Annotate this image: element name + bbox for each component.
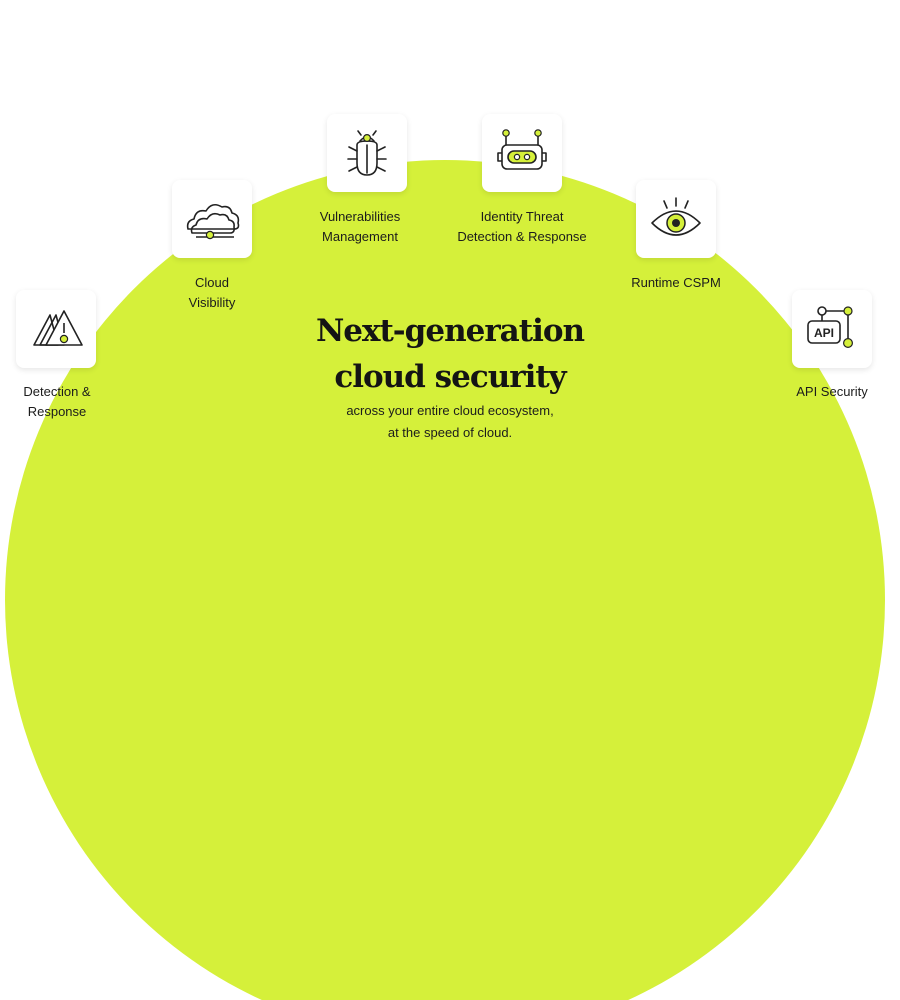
hero-headline: Next-generation cloud security xyxy=(315,313,585,395)
robot-icon xyxy=(497,129,547,170)
feature-label-api-security: API Security xyxy=(796,384,868,399)
feature-card-cloud-visibility[interactable] xyxy=(172,180,252,258)
feature-label-vulnerabilities: Vulnerabilities Management xyxy=(319,209,401,244)
feature-card-api-security[interactable]: API xyxy=(792,290,872,368)
feature-card-identity-threat[interactable] xyxy=(482,114,562,192)
feature-label-cloud-visibility: Cloud Visibility xyxy=(188,275,236,310)
feature-label-runtime-cspm: Runtime CSPM xyxy=(631,275,721,290)
api-icon: API xyxy=(807,306,853,348)
feature-label-detection-response: Detection & Response xyxy=(23,384,91,419)
warning-triangles-icon xyxy=(33,310,83,346)
feature-label-identity-threat: Identity Threat Detection & Response xyxy=(457,209,587,244)
feature-card-detection-response[interactable] xyxy=(16,290,96,368)
feature-card-runtime-cspm[interactable] xyxy=(636,180,716,258)
feature-card-vulnerabilities[interactable] xyxy=(327,114,407,192)
eye-icon xyxy=(651,197,701,236)
svg-text:API: API xyxy=(814,326,834,340)
bug-icon xyxy=(347,130,387,176)
hero-subheadline: across your entire cloud ecosystem, at t… xyxy=(346,403,554,440)
cloud-icon xyxy=(186,203,240,240)
